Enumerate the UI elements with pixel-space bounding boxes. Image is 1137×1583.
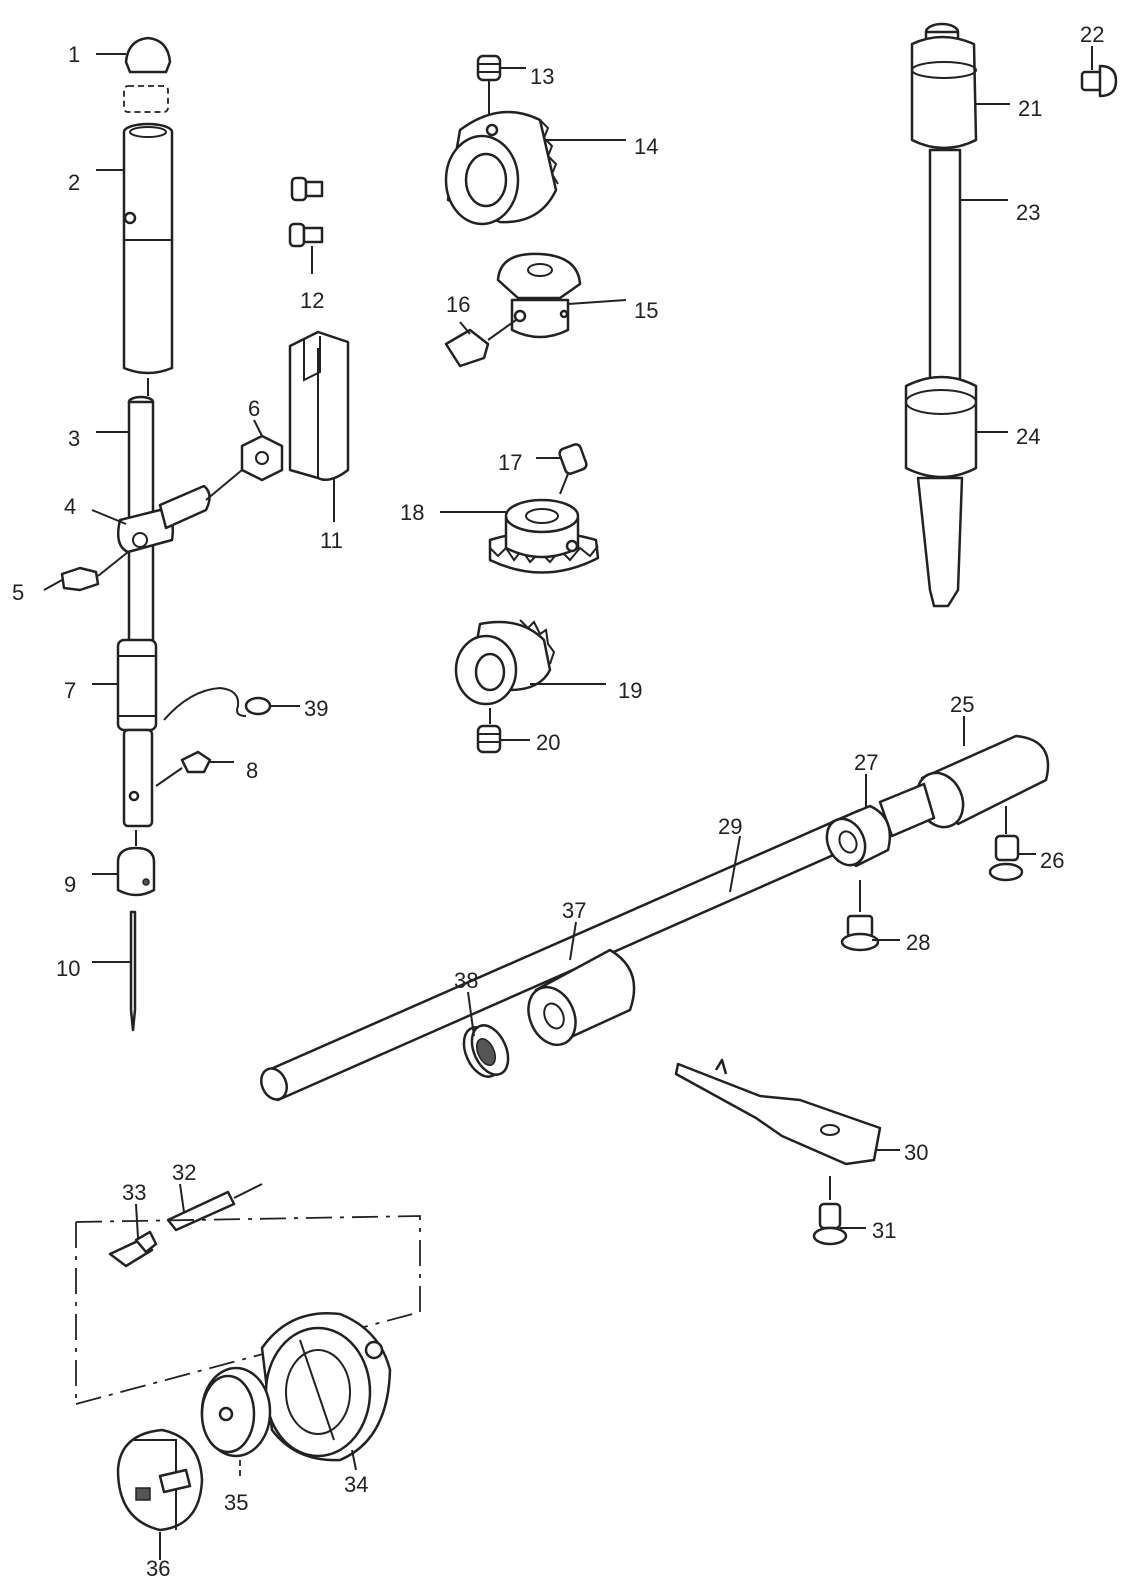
- callout-30: 30: [904, 1140, 928, 1165]
- part-13-set-screw: [476, 54, 502, 118]
- callout-13: 13: [530, 64, 554, 89]
- part-10-needle: [129, 910, 137, 1032]
- callout-35: 35: [224, 1490, 248, 1515]
- part-21-bushing: [910, 22, 978, 150]
- callout-21: 21: [1018, 96, 1042, 121]
- callout-29: 29: [718, 814, 742, 839]
- part-38-ring: [462, 1024, 510, 1078]
- part-19-gear: [454, 619, 556, 706]
- callout-38: 38: [454, 968, 478, 993]
- part-23-shaft-lower: [916, 476, 964, 608]
- callout-31: 31: [872, 1218, 896, 1243]
- part-18-gear: [488, 498, 600, 574]
- part-30-bracket: [674, 1058, 882, 1166]
- part-29-lower-shaft: [260, 808, 874, 1102]
- callout-2: 2: [68, 170, 80, 195]
- part-12-screws: [288, 176, 324, 274]
- part-5-screw: [60, 551, 129, 592]
- part-27-collar: [825, 804, 892, 868]
- callout-18: 18: [400, 500, 424, 525]
- callout-12: 12: [300, 288, 324, 313]
- callout-34: 34: [344, 1472, 368, 1497]
- part-35-bobbin: [200, 1366, 272, 1480]
- callout-15: 15: [634, 298, 658, 323]
- part-20-set-screw: [476, 708, 502, 754]
- part-15-bevel-gear: [496, 252, 582, 339]
- callout-14: 14: [634, 134, 658, 159]
- part-32-pin: [166, 1183, 263, 1232]
- callout-19: 19: [618, 678, 642, 703]
- callout-8: 8: [246, 758, 258, 783]
- callout-4: 4: [64, 494, 76, 519]
- callout-28: 28: [906, 930, 930, 955]
- callout-23: 23: [1016, 200, 1040, 225]
- part-2-tube: [122, 122, 174, 375]
- part-36-bobbin-case: [116, 1428, 204, 1532]
- part-31-screw: [812, 1176, 848, 1246]
- callout-20: 20: [536, 730, 560, 755]
- part-11-plate: [288, 330, 350, 481]
- callout-16: 16: [446, 292, 470, 317]
- part-14-gear: [444, 110, 559, 226]
- part-9-needle-clamp: [116, 846, 156, 897]
- callout-10: 10: [56, 956, 80, 981]
- part-8-screw: [155, 750, 212, 787]
- callout-33: 33: [122, 1180, 146, 1205]
- part-16-screw: [444, 319, 517, 368]
- callout-labels: 1 2 3 4 5 6 7 8 9 10 11 12 13 14 15 16 1…: [12, 22, 1104, 1581]
- callout-25: 25: [950, 692, 974, 717]
- part-37-bushing: [527, 948, 636, 1047]
- part-25-bushing: [878, 734, 1050, 838]
- part-39-spring: [163, 686, 272, 721]
- callout-37: 37: [562, 898, 586, 923]
- callout-39: 39: [304, 696, 328, 721]
- part-28-screw: [840, 880, 880, 952]
- callout-24: 24: [1016, 424, 1040, 449]
- leader-lines: [43, 53, 1036, 1560]
- callout-7: 7: [64, 678, 76, 703]
- part-17-screw: [558, 443, 588, 495]
- part-7-lower-bar: [116, 638, 158, 828]
- callout-11: 11: [320, 528, 343, 553]
- part-33-screw: [108, 1230, 158, 1268]
- part-4-clamp: [117, 484, 211, 554]
- callout-26: 26: [1040, 848, 1064, 873]
- callout-3: 3: [68, 426, 80, 451]
- callout-9: 9: [64, 872, 76, 897]
- part-26-screw: [988, 806, 1024, 882]
- callout-32: 32: [172, 1160, 196, 1185]
- part-22-screw: [1080, 46, 1118, 98]
- callout-5: 5: [12, 580, 24, 605]
- callout-6: 6: [248, 396, 260, 421]
- callout-36: 36: [146, 1556, 170, 1578]
- part-24-bushing: [904, 375, 978, 479]
- callout-27: 27: [854, 750, 878, 775]
- callout-17: 17: [498, 450, 522, 475]
- part-1-cap: [123, 36, 172, 113]
- callout-1: 1: [68, 42, 80, 67]
- part-6-nut: [240, 434, 284, 482]
- part-23-upper-shaft: [928, 148, 962, 392]
- part-34-rotary-hook: [260, 1312, 392, 1462]
- callout-22: 22: [1080, 22, 1104, 47]
